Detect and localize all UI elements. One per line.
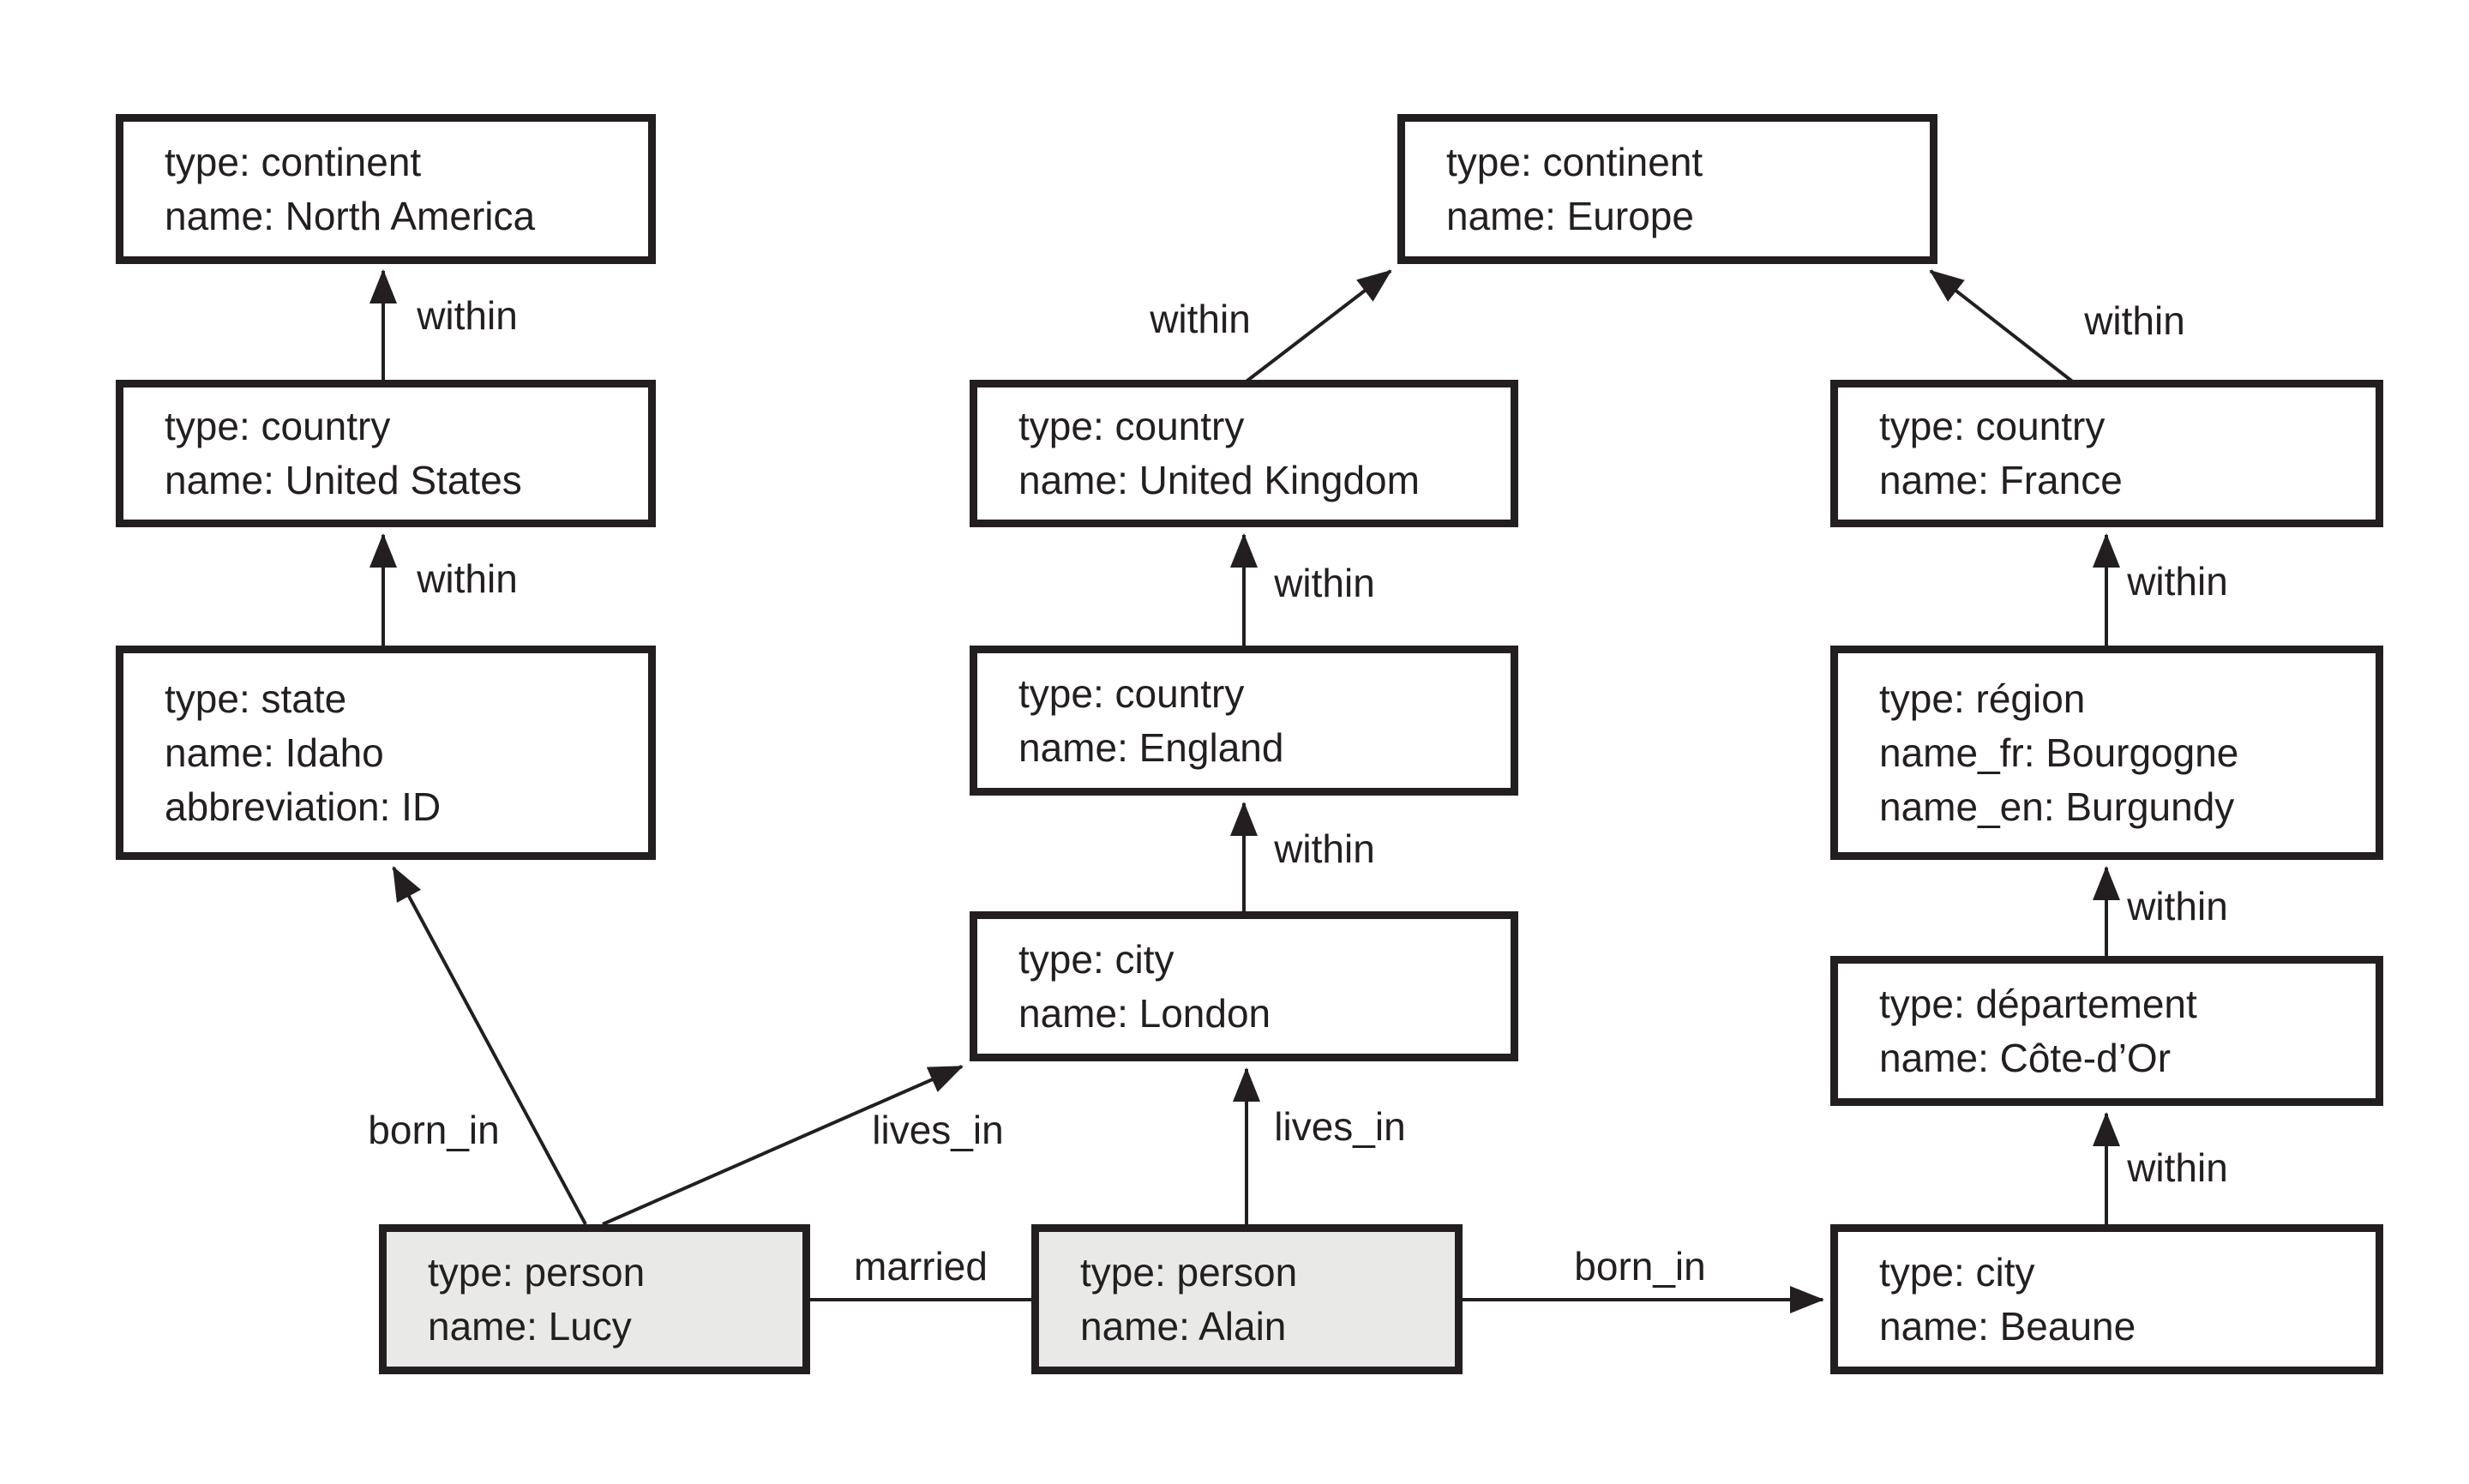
node-text-line: name: Beaune xyxy=(1879,1303,2136,1349)
node-text-line: name: Europe xyxy=(1446,193,1694,238)
node-france: type: country name: France xyxy=(1830,380,2383,527)
node-cote-dor: type: département name: Côte-d’Or xyxy=(1830,956,2383,1106)
node-beaune: type: city name: Beaune xyxy=(1830,1224,2383,1374)
edge-label-within: within xyxy=(2127,884,2228,928)
node-text-line: name: North America xyxy=(165,193,536,238)
node-text-line: name: England xyxy=(1018,724,1284,770)
node-text-line: type: continent xyxy=(1446,139,1703,184)
edge-line-lucy-born-in-idaho xyxy=(392,866,587,1225)
edge-label-within: within xyxy=(1274,826,1375,871)
node-idaho: type: state name: Idaho abbreviation: ID xyxy=(116,646,656,860)
node-text-line: type: country xyxy=(1018,404,1245,448)
node-text-line: name: United Kingdom xyxy=(1018,458,1420,502)
node-text-line: name: Lucy xyxy=(428,1303,632,1349)
node-text-line: name_fr: Bourgogne xyxy=(1879,730,2239,775)
node-europe: type: continent name: Europe xyxy=(1397,114,1937,264)
node-lucy: type: person name: Lucy xyxy=(379,1224,810,1374)
node-text-line: name: Côte-d’Or xyxy=(1879,1035,2172,1080)
node-text-line: type: city xyxy=(1879,1249,2035,1295)
edge-label-within: within xyxy=(1150,297,1251,341)
node-bourgogne: type: région name_fr: Bourgogne name_en:… xyxy=(1830,646,2383,860)
edge-label-within: within xyxy=(417,556,518,601)
node-united-kingdom: type: country name: United Kingdom xyxy=(970,380,1518,527)
node-london: type: city name: London xyxy=(970,911,1518,1061)
edge-label-within: within xyxy=(417,293,518,338)
node-text-line: type: country xyxy=(165,404,391,448)
edge-label-within: within xyxy=(2084,298,2185,343)
node-north-america: type: continent name: North America xyxy=(116,114,656,264)
node-text-line: type: country xyxy=(1879,404,2106,448)
node-text-line: type: person xyxy=(428,1249,646,1295)
edge-label-within: within xyxy=(1274,561,1375,605)
edge-line-lucy-lives-in-london xyxy=(602,1065,964,1226)
node-text-line: name_en: Burgundy xyxy=(1879,784,2235,829)
node-text-line: type: state xyxy=(165,676,347,721)
edge-label-married: married xyxy=(854,1244,988,1289)
node-united-states: type: country name: United States xyxy=(116,380,656,527)
edge-label-born-in: born_in xyxy=(1574,1244,1706,1289)
edge-label-born-in: born_in xyxy=(368,1108,500,1152)
node-text-line: abbreviation: ID xyxy=(165,784,442,829)
node-text-line: type: département xyxy=(1879,981,2197,1026)
node-text-line: type: country xyxy=(1018,670,1245,716)
node-text-line: name: France xyxy=(1879,458,2123,502)
node-text-line: type: city xyxy=(1018,936,1174,982)
node-text-line: name: Idaho xyxy=(165,730,384,775)
node-england: type: country name: England xyxy=(970,646,1518,796)
node-alain: type: person name: Alain xyxy=(1031,1224,1463,1374)
edge-label-lives-in: lives_in xyxy=(1274,1104,1406,1149)
node-text-line: name: London xyxy=(1018,990,1271,1036)
edge-label-lives-in: lives_in xyxy=(872,1108,1004,1152)
node-text-line: type: person xyxy=(1080,1249,1298,1295)
node-text-line: name: United States xyxy=(165,458,522,502)
node-text-line: type: continent xyxy=(165,139,422,184)
edge-label-within: within xyxy=(2127,1145,2228,1190)
edge-line-france-within-europe xyxy=(1929,269,2076,385)
node-text-line: name: Alain xyxy=(1080,1303,1287,1349)
node-text-line: type: région xyxy=(1879,676,2086,721)
edge-line-uk-within-europe xyxy=(1242,269,1392,385)
edge-label-within: within xyxy=(2127,559,2228,604)
